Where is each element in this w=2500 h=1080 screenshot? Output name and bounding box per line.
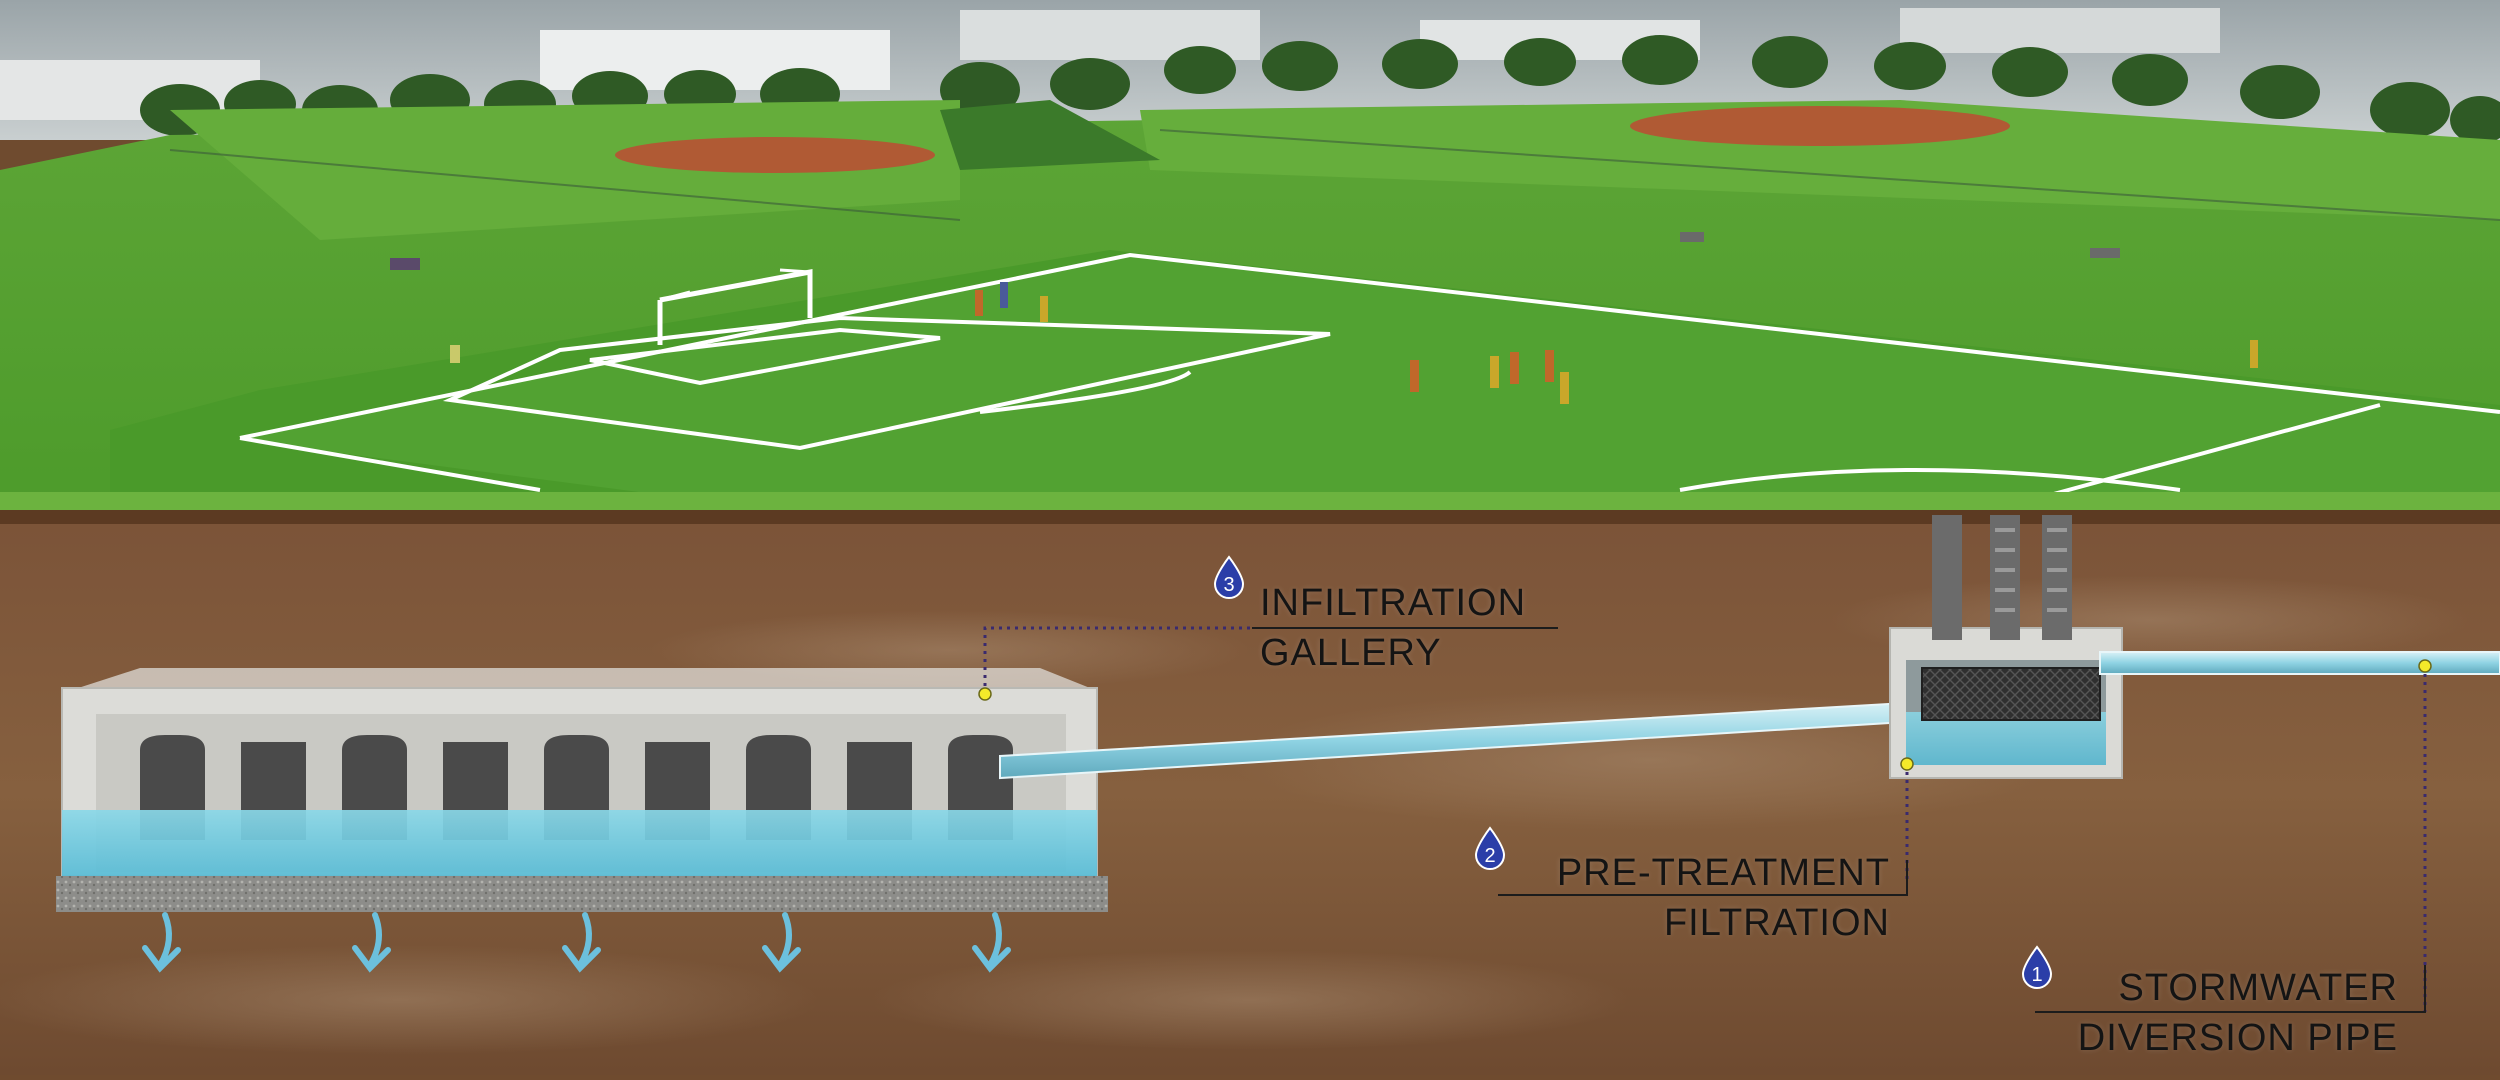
soil-section (0, 510, 2500, 1075)
down-arrow-icon (142, 912, 1011, 973)
callout-dots (978, 659, 2432, 771)
callout-line: PRE-TREATMENT (1556, 852, 1890, 894)
callout-underlines (1252, 627, 2426, 1013)
callout-label-infiltration-gallery: INFILTRATION GALLERY (1260, 578, 1526, 678)
callout-number: 3 (1223, 574, 1234, 596)
water-drop-icon: 3 (1212, 555, 1246, 601)
park-field (0, 100, 2500, 510)
callout-line: FILTRATION (1663, 902, 1890, 944)
infiltration-gallery-vault (56, 668, 1108, 973)
callout-label-stormwater-diversion-pipe: STORMWATER DIVERSION PIPE (2038, 963, 2398, 1063)
leader-lines (983, 626, 2427, 1012)
gravel-base (56, 876, 1108, 912)
water-drop-icon: 1 (2020, 945, 2054, 991)
callout-number: 1 (2031, 964, 2042, 986)
players (390, 232, 2258, 404)
baseball-infield-left (615, 137, 935, 173)
baseball-infield-right (1630, 106, 2010, 146)
callout-number: 2 (1484, 845, 1495, 867)
pre-treatment-structure (1889, 515, 2123, 779)
callout-line: GALLERY (1260, 632, 1442, 674)
grass-edge (0, 492, 2500, 514)
callout-line: INFILTRATION (1260, 582, 1527, 624)
water-drop-icon: 2 (1473, 826, 1507, 872)
callout-label-pre-treatment-filtration: PRE-TREATMENT FILTRATION (1518, 848, 1890, 948)
stored-water (62, 810, 1097, 876)
diversion-pipe (2099, 651, 2500, 675)
callout-line: DIVERSION PIPE (2077, 1017, 2398, 1059)
callout-line: STORMWATER (2118, 967, 2398, 1009)
soccer-field (110, 250, 2500, 510)
soccer-goal (657, 268, 813, 345)
